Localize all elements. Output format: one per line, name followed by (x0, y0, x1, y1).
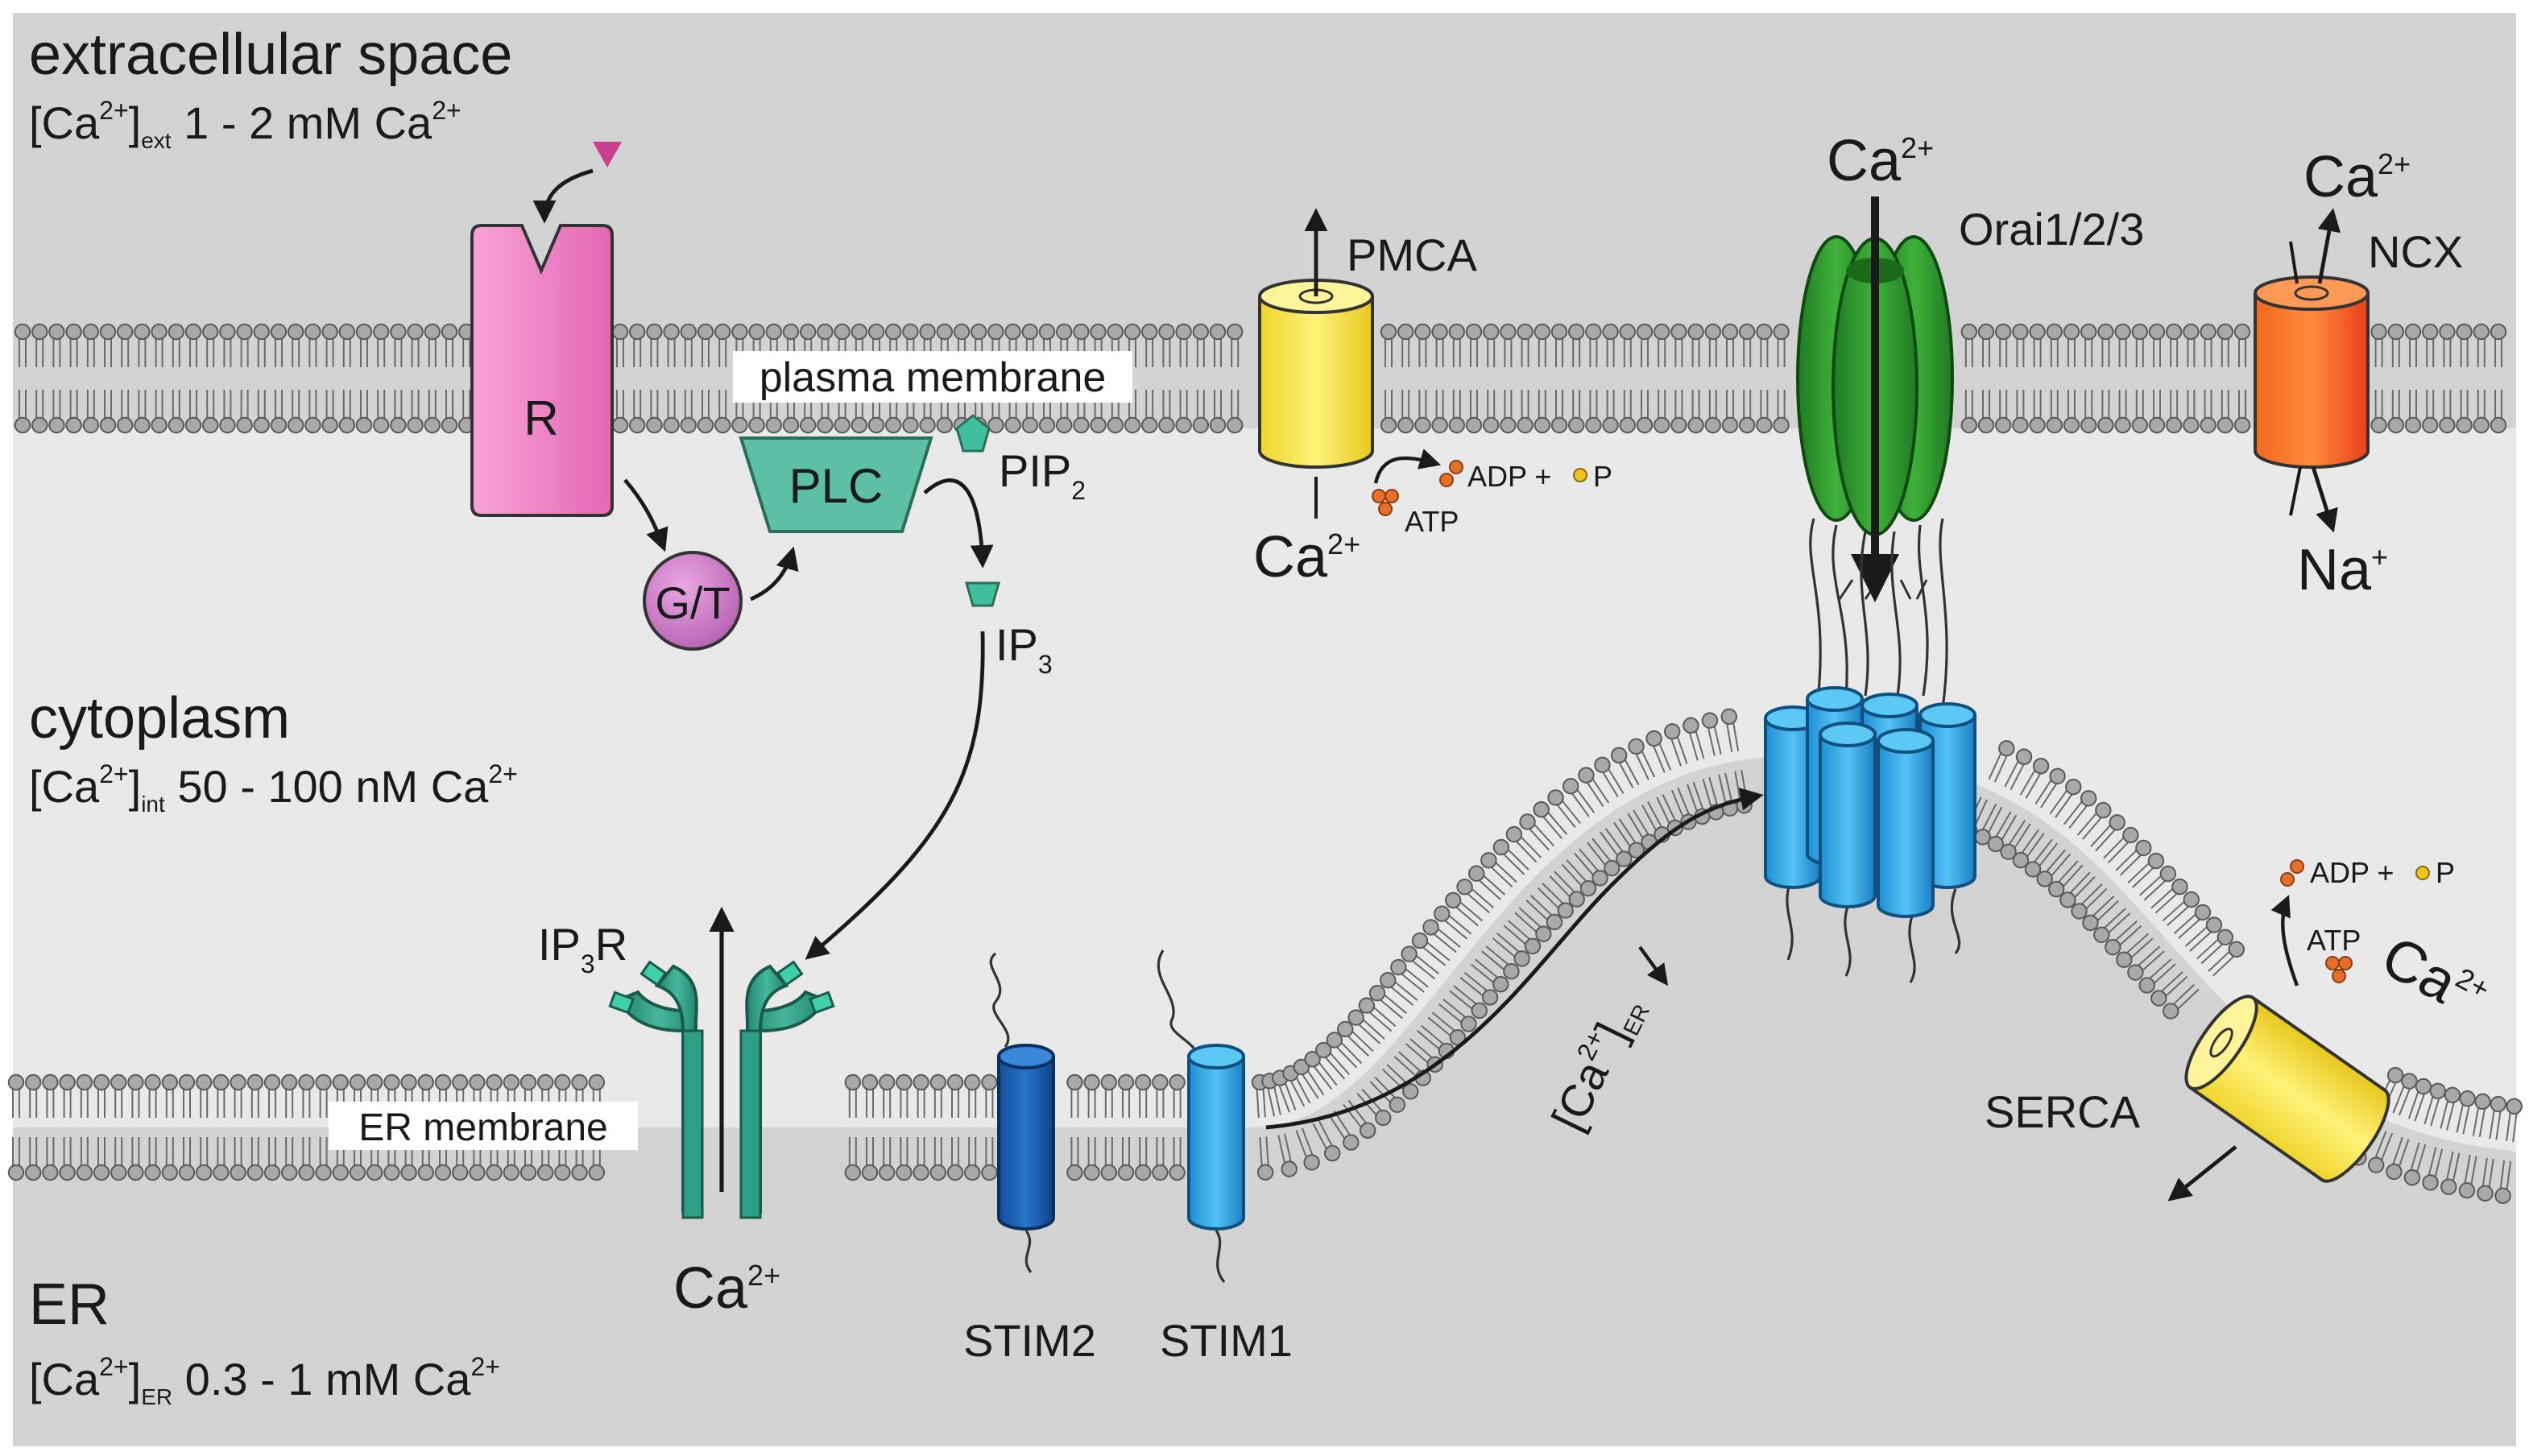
er-membrane-label: ER membrane (358, 1106, 607, 1149)
stim2-top (997, 1044, 1055, 1069)
receptor-to-gprotein-arrow (623, 478, 668, 552)
ligand-icon (593, 142, 622, 168)
pmca-adp-label: ADP + (1467, 460, 1551, 493)
ip3-label: IP3 (995, 619, 1053, 679)
er-concentration: [Ca2+]ER 0.3 - 1 mM Ca2+ (29, 1352, 500, 1409)
pmca-atp-arrow (1373, 449, 1442, 484)
serca-adp-label: ADP + (2310, 856, 2394, 889)
er-lumen-background (13, 755, 2516, 1446)
pmca-atp-label: ATP (1405, 505, 1459, 538)
serca-phosphate-icon (2415, 866, 2430, 880)
ncx-body (2254, 293, 2370, 469)
stim2-label: STIM2 (963, 1315, 1096, 1366)
orai-tails (1809, 518, 1948, 709)
cytoplasm-concentration: [Ca2+]int 50 - 100 nM Ca2+ (29, 759, 518, 817)
serca-atp-label: ATP (2307, 924, 2361, 957)
stim1-label: STIM1 (1160, 1315, 1293, 1366)
ip3-to-receptor-arrow (805, 631, 985, 960)
serca-adp-icon (2280, 859, 2304, 887)
pip2-icon (955, 414, 991, 453)
serca-label: SERCA (1985, 1086, 2141, 1137)
stim1-tail-bottom (1215, 1230, 1226, 1284)
ncx-label: NCX (2368, 226, 2463, 277)
extracellular-concentration: [Ca2+]ext 1 - 2 mM Ca2+ (29, 96, 462, 153)
serca-atp-icon (2325, 956, 2353, 983)
ncx-na-ion: Na+ (2297, 538, 2388, 602)
receptor-shape (470, 224, 614, 517)
plasma-membrane-label-box (733, 351, 1132, 403)
g-protein-label: G/T (655, 577, 730, 628)
ip3-icon (965, 581, 1000, 607)
pip2-cleavage-arrow (923, 478, 994, 569)
stim1-body (1187, 1057, 1245, 1231)
stim2-tail-bottom (1024, 1230, 1033, 1273)
ncx-pore (2294, 285, 2329, 301)
ip3r-label: IP3R (538, 919, 627, 978)
er-membrane-bilayer (7, 708, 2523, 1205)
pip2-label: PIP2 (999, 445, 1086, 505)
pmca-phosphate-icon (1573, 468, 1587, 482)
pmca-phosphate-label: P (1593, 460, 1612, 493)
stim2-tail-top (989, 952, 1010, 1048)
er-depletion-arrow (1638, 945, 1669, 987)
ncx-top (2254, 275, 2370, 311)
plasma-membrane-label: plasma membrane (760, 354, 1107, 401)
ip3r-ca-ion: Ca2+ (673, 1256, 780, 1321)
serca-pump (2184, 995, 2390, 1183)
ncx-ca-line (2289, 241, 2299, 284)
g-protein-shape (643, 551, 743, 651)
gprotein-to-plc-arrow (750, 546, 799, 602)
er-title: ER (29, 1272, 110, 1337)
pmca-body (1258, 296, 1374, 469)
pmca-ca-ion: Ca2+ (1253, 525, 1360, 589)
plasma-membrane-bilayer (14, 323, 2507, 434)
er-membrane-label-box (329, 1102, 638, 1150)
stim1-cluster (1764, 686, 1976, 983)
orai-ca-ion: Ca2+ (1827, 129, 1934, 193)
pmca-adp-icon (1439, 460, 1463, 487)
plc-shape (739, 436, 933, 533)
stim1-top (1187, 1044, 1245, 1069)
serca-phosphate-label: P (2436, 856, 2455, 889)
extracellular-title: extracellular space (29, 23, 512, 87)
ncx-na-influx-arrow (2311, 466, 2338, 533)
stim2-body (997, 1057, 1055, 1231)
ncx-na-line (2289, 466, 2302, 516)
cytoplasm-title: cytoplasm (29, 686, 290, 751)
serca-uptake-arrow (2167, 1145, 2237, 1202)
pmca-label: PMCA (1347, 230, 1477, 280)
stim1-translocation-arrow (1265, 788, 1764, 1130)
ncx-ca-efflux-arrow (2317, 208, 2341, 284)
orai-label: Orai1/2/3 (1959, 204, 2144, 254)
stim1-tail-top (1157, 949, 1200, 1061)
ligand-binding-arrow (532, 168, 594, 224)
pmca-atp-icon (1372, 489, 1399, 516)
serca-atp-arrow (2270, 895, 2299, 987)
ncx-ca-ion: Ca2+ (2303, 145, 2411, 209)
plc-label: PLC (789, 459, 884, 513)
receptor-label: R (524, 391, 558, 445)
ip3-receptor (608, 960, 835, 1219)
